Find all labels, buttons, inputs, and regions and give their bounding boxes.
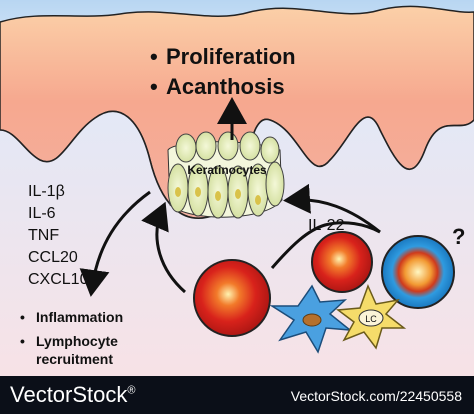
il22-arrow-tail xyxy=(270,221,381,269)
langerhans-cell xyxy=(335,283,407,350)
keratinocytes-label: Keratinocytes xyxy=(187,163,267,177)
outcome-acanthosis: Acanthosis xyxy=(166,74,285,99)
cytokine-il6: IL-6 xyxy=(28,205,56,222)
tcell-arrow xyxy=(141,201,186,294)
cytokine-il1b: IL-1β xyxy=(28,183,65,200)
effect-inflammation: Inflammation xyxy=(36,309,123,325)
dendritic-cell xyxy=(269,284,353,354)
cytokine-arrow xyxy=(79,190,151,297)
effect-recruitment: recruitment xyxy=(36,351,113,367)
cytokine-cxcl10: CXCL10 xyxy=(28,271,89,288)
blue-cell xyxy=(381,235,455,309)
footer-logo-text: VectorStock xyxy=(10,382,128,407)
red-cell-large xyxy=(193,259,271,337)
question-mark: ? xyxy=(452,224,465,249)
footer-logo-mark: ® xyxy=(127,384,136,397)
cytokine-ccl20: CCL20 xyxy=(28,249,78,266)
footer-logo: VectorStock® xyxy=(10,382,136,408)
footer-image-id: VectorStock.com/22450558 xyxy=(290,388,462,404)
effect-lymphocyte: Lymphocyte xyxy=(36,333,118,349)
red-cell-small xyxy=(311,231,373,293)
outcome-bullet-2: • xyxy=(150,74,158,99)
outcome-bullet-1: • xyxy=(150,44,158,69)
il22-arrow xyxy=(283,183,381,234)
effect-bullet-1: • xyxy=(20,309,25,325)
outcome-proliferation: Proliferation xyxy=(166,44,296,69)
lc-label: LC xyxy=(365,314,377,324)
effect-bullet-2: • xyxy=(20,333,25,349)
footer-bar xyxy=(0,376,474,414)
keratinocyte-cluster xyxy=(167,131,285,219)
il22-label: IL-22 xyxy=(308,217,345,234)
cytokine-tnf: TNF xyxy=(28,227,59,244)
